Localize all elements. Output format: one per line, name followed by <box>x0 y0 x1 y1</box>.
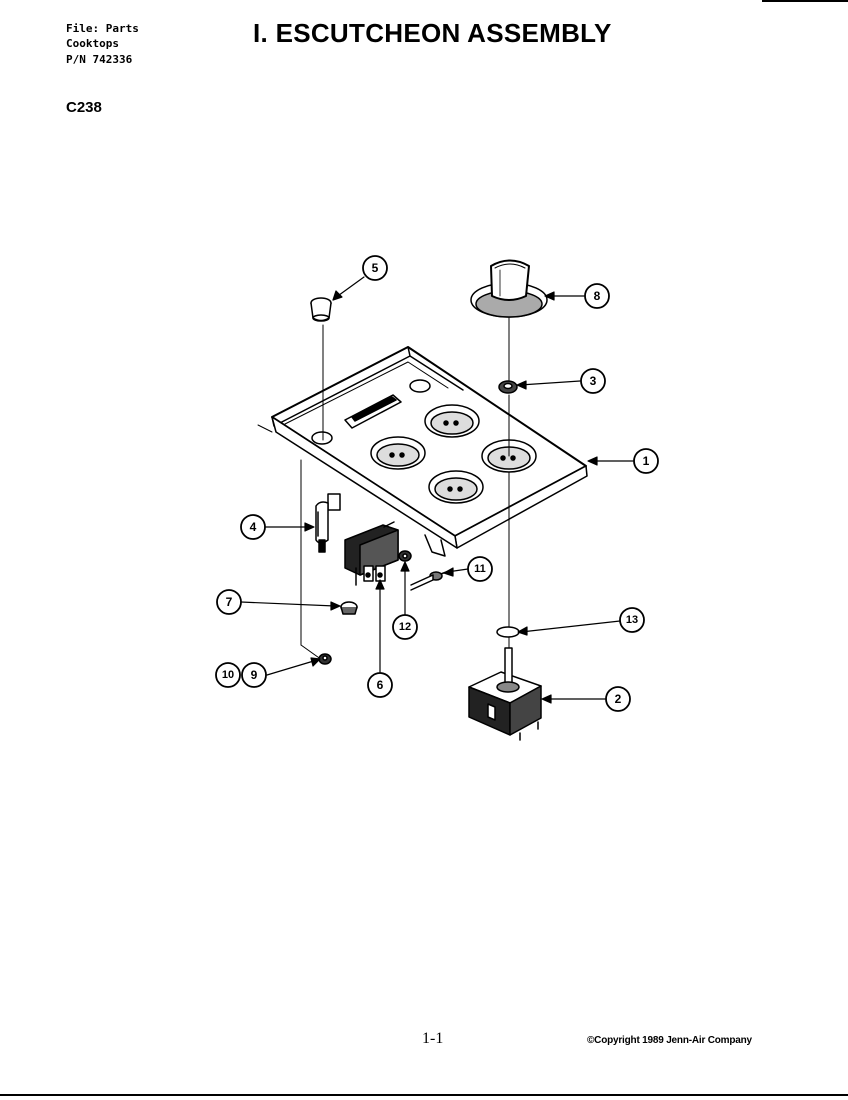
callout-8: 8 <box>594 289 601 303</box>
callout-1: 1 <box>643 454 650 468</box>
callout-3: 3 <box>590 374 597 388</box>
model-number: C238 <box>66 99 102 116</box>
callout-4: 4 <box>250 520 257 534</box>
escutcheon-panel <box>271 346 588 549</box>
category-label: Cooktops <box>66 37 119 50</box>
file-label: File: Parts <box>66 22 139 35</box>
hex-nut <box>398 550 412 562</box>
callout-2: 2 <box>615 692 622 706</box>
callout-10: 10 <box>222 669 234 681</box>
lamp-bulb <box>340 601 358 615</box>
bottom-border-rule <box>0 1094 848 1096</box>
callout-circles <box>215 255 659 712</box>
page-title: I. ESCUTCHEON ASSEMBLY <box>253 18 612 48</box>
callout-11: 11 <box>474 563 486 575</box>
copyright-notice: ©Copyright 1989 Jenn-Air Company <box>587 1035 752 1046</box>
page-number: 1-1 <box>422 1030 444 1047</box>
mounting-bracket <box>424 534 446 557</box>
infinite-switch <box>344 521 399 586</box>
panel-screw <box>318 653 332 665</box>
callout-6: 6 <box>377 678 384 692</box>
indicator-lamp <box>315 493 341 553</box>
callout-7: 7 <box>226 595 233 609</box>
knob-spacer <box>498 380 518 394</box>
rotary-switch <box>468 647 542 741</box>
callout-5: 5 <box>372 261 379 275</box>
callout-9: 9 <box>251 668 258 682</box>
shaft-washer <box>496 626 520 638</box>
callout-12: 12 <box>399 621 411 633</box>
callout-13: 13 <box>626 614 638 626</box>
top-border-rule <box>762 0 848 2</box>
mounting-screw <box>410 570 450 591</box>
leader-lines <box>240 276 634 704</box>
part-number-label: P/N 742336 <box>66 53 133 66</box>
indicator-lens <box>310 297 332 322</box>
knob-openings <box>370 404 537 504</box>
control-knob <box>470 259 548 318</box>
